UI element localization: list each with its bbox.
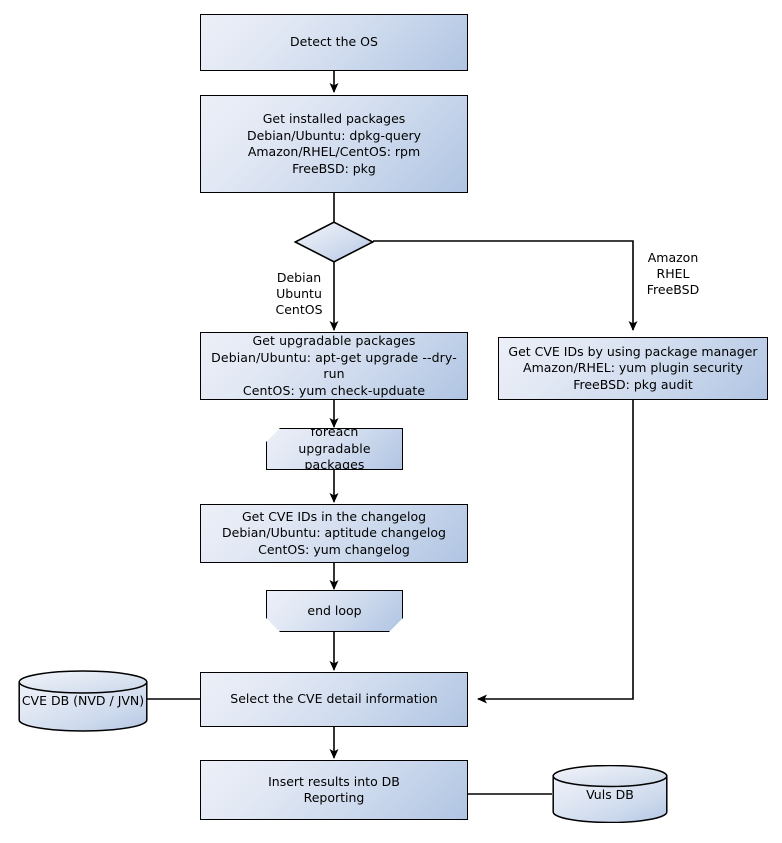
edge-decision-to-pkgmanager bbox=[373, 240, 638, 331]
node-detect-the-os-label: Detect the OS bbox=[290, 34, 378, 50]
node-cve-db[interactable]: CVE DB (NVD / JVN) bbox=[18, 670, 148, 732]
node-insert-results-label: Insert results into DB Reporting bbox=[268, 773, 400, 806]
database-cylinder-icon bbox=[18, 670, 148, 732]
node-get-installed-packages[interactable]: Get installed packages Debian/Ubuntu: dp… bbox=[200, 95, 468, 193]
node-cve-db-label: CVE DB (NVD / JVN) bbox=[21, 693, 145, 708]
node-get-cve-ids-package-manager-label: Get CVE IDs by using package manager Ama… bbox=[508, 343, 758, 392]
node-foreach-loop-start-label: foreach upgradable packages bbox=[298, 424, 371, 473]
decision-diamond-shape bbox=[293, 221, 375, 263]
node-get-installed-packages-label: Get installed packages Debian/Ubuntu: dp… bbox=[246, 111, 422, 176]
node-os-decision[interactable] bbox=[293, 221, 375, 263]
node-select-cve-detail[interactable]: Select the CVE detail information bbox=[200, 672, 468, 727]
node-insert-results[interactable]: Insert results into DB Reporting bbox=[200, 760, 468, 820]
node-vuls-db[interactable]: Vuls DB bbox=[552, 764, 668, 824]
node-get-upgradable-packages-label: Get upgradable packages Debian/Ubuntu: a… bbox=[211, 333, 457, 398]
node-vuls-db-label: Vuls DB bbox=[586, 787, 634, 802]
edge-pkgmanager-to-select bbox=[477, 400, 634, 704]
node-end-loop[interactable]: end loop bbox=[266, 590, 403, 632]
node-select-cve-detail-label: Select the CVE detail information bbox=[230, 691, 438, 707]
node-end-loop-label: end loop bbox=[307, 602, 362, 618]
node-get-cve-ids-package-manager[interactable]: Get CVE IDs by using package manager Ama… bbox=[498, 337, 768, 400]
edge-label-right-branch: Amazon RHEL FreeBSD bbox=[646, 250, 700, 297]
node-foreach-loop-start[interactable]: foreach upgradable packages bbox=[266, 428, 403, 470]
node-detect-the-os[interactable]: Detect the OS bbox=[200, 14, 468, 71]
database-cylinder-icon bbox=[552, 764, 668, 824]
edge-label-left-branch: Debian Ubuntu CentOS bbox=[275, 270, 323, 317]
node-get-cve-ids-changelog[interactable]: Get CVE IDs in the changelog Debian/Ubun… bbox=[200, 504, 468, 563]
node-get-upgradable-packages[interactable]: Get upgradable packages Debian/Ubuntu: a… bbox=[200, 332, 468, 400]
node-get-cve-ids-changelog-label: Get CVE IDs in the changelog Debian/Ubun… bbox=[222, 508, 446, 557]
